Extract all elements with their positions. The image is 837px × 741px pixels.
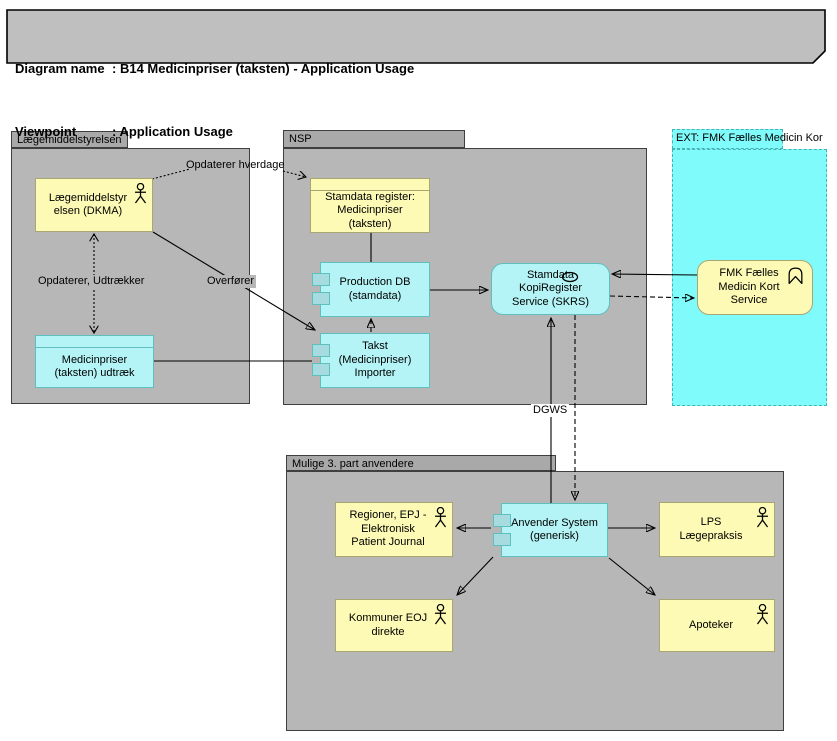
node-takst-importer: Takst (Medicinpriser) Importer — [312, 333, 430, 388]
title-frame — [6, 9, 826, 64]
edge-label-dgws: DGWS — [531, 404, 570, 417]
group-label: Lægemiddelstyrelsen — [17, 134, 122, 146]
node-label: Stamdata register: Medicinpriser (takste… — [325, 190, 415, 230]
node-skrs-service: Stamdata KopiRegister Service (SKRS) — [491, 263, 610, 315]
node-label: Anvender System (generisk) — [511, 516, 598, 542]
title-value: Application Usage — [119, 124, 233, 139]
edge-label-overfoerer: Overfører — [205, 275, 257, 288]
diagram-title-block: Diagram name: B14 Medicinpriser (taksten… — [6, 9, 827, 139]
title-label: Viewpoint — [15, 124, 77, 139]
group-tab-mulige-3-part: Mulige 3. part anvendere — [286, 455, 556, 471]
node-label: Medicinpriser (taksten) udtræk — [54, 353, 135, 379]
node-label: Kommuner EOJ direkte — [348, 612, 428, 638]
edge-label-opdaterer-hverdage: Opdaterer hverdage — [186, 159, 285, 171]
component-tab-icon — [312, 344, 330, 357]
actor-icon — [434, 507, 447, 528]
actor-icon — [756, 604, 769, 625]
component-tab-icon — [312, 363, 330, 376]
title-row-viewpoint: Viewpoint: Application Usage — [15, 121, 414, 142]
node-label: Production DB (stamdata) — [339, 276, 411, 302]
component-tab-icon — [493, 533, 511, 546]
node-regioner-epj: Regioner, EPJ - Elektronisk Patient Jour… — [335, 502, 453, 557]
chevron-up-icon — [788, 267, 803, 285]
data-object-bar — [311, 179, 429, 191]
node-apoteker: Apoteker — [659, 599, 775, 652]
data-object-bar — [36, 336, 153, 348]
node-label: Lægemiddelstyr elsen (DKMA) — [48, 191, 128, 217]
node-label: FMK Fælles Medicin Kort Service — [718, 267, 780, 307]
node-production-db: Production DB (stamdata) — [312, 262, 430, 317]
title-row-diagram-name: Diagram name: B14 Medicinpriser (taksten… — [15, 58, 414, 79]
group-label: Mulige 3. part anvendere — [292, 458, 414, 470]
node-dkma: Lægemiddelstyr elsen (DKMA) — [35, 178, 153, 232]
actor-icon — [756, 507, 769, 528]
node-kommuner-eoj: Kommuner EOJ direkte — [335, 599, 453, 652]
node-stamdata-register: Stamdata register: Medicinpriser (takste… — [310, 178, 430, 233]
node-label: Stamdata KopiRegister Service (SKRS) — [511, 268, 590, 308]
component-tab-icon — [312, 292, 330, 305]
node-label: Regioner, EPJ - Elektronisk Patient Jour… — [349, 509, 427, 549]
node-label: Takst (Medicinpriser) Importer — [338, 340, 412, 380]
node-label: LPS Lægepraksis — [679, 516, 743, 542]
service-oval-icon — [561, 271, 579, 283]
node-lps-laegepraksis: LPS Lægepraksis — [659, 502, 775, 557]
component-tab-icon — [493, 514, 511, 527]
node-anvender-system: Anvender System (generisk) — [493, 503, 608, 557]
actor-icon — [434, 604, 447, 625]
group-label-ext-fmk: EXT: FMK Fælles Medicin Kor — [676, 132, 823, 144]
title-separator: : — [112, 124, 120, 139]
group-tab-laegemiddelstyrelsen: Lægemiddelstyrelsen — [11, 131, 128, 148]
component-tab-icon — [312, 273, 330, 286]
group-tab-ext-fmk — [672, 129, 783, 149]
edge-label-opdaterer-udtraekker: Opdaterer, Udtrækker — [36, 275, 147, 288]
group-label: NSP — [289, 133, 312, 145]
actor-icon — [134, 183, 147, 204]
node-fmk-service: FMK Fælles Medicin Kort Service — [697, 260, 813, 315]
title-separator: : — [112, 61, 120, 76]
title-rows: Diagram name: B14 Medicinpriser (taksten… — [15, 16, 414, 184]
group-tab-nsp: NSP — [283, 130, 465, 148]
node-medicinpriser-udtraek: Medicinpriser (taksten) udtræk — [35, 335, 154, 388]
node-label: Apoteker — [688, 618, 734, 631]
title-label: Diagram name — [15, 61, 105, 76]
title-value: B14 Medicinpriser (taksten) - Applicatio… — [119, 61, 415, 76]
